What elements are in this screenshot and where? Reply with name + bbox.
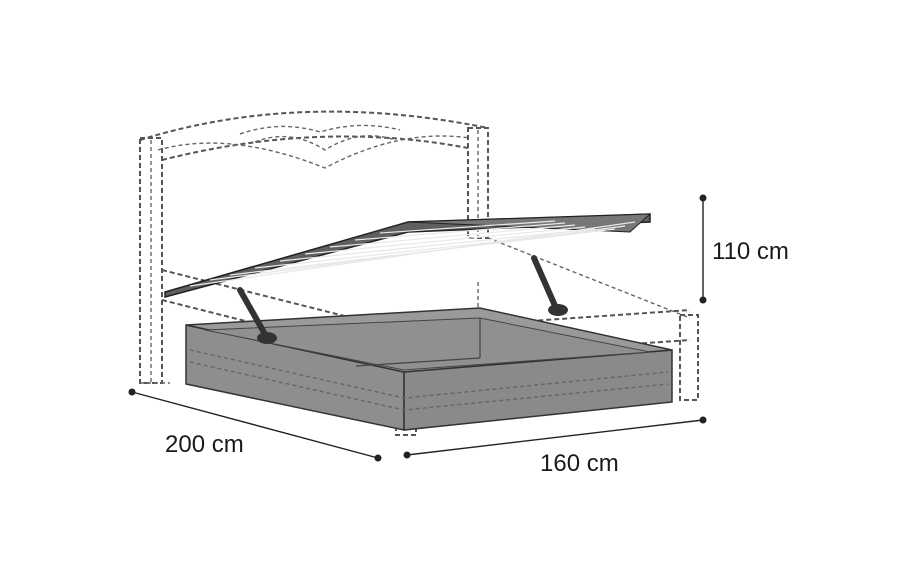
slatted-platform [164, 213, 652, 298]
headboard-outline [139, 110, 489, 384]
length-dimension: 200 cm [128, 388, 382, 462]
gas-lift-pistons [237, 255, 568, 344]
length-label: 200 cm [165, 431, 244, 458]
height-dimension: 110 cm [699, 194, 789, 304]
height-label: 110 cm [712, 238, 789, 265]
storage-base [185, 307, 673, 431]
width-label: 160 cm [540, 450, 619, 477]
width-dimension: 160 cm [403, 416, 707, 477]
